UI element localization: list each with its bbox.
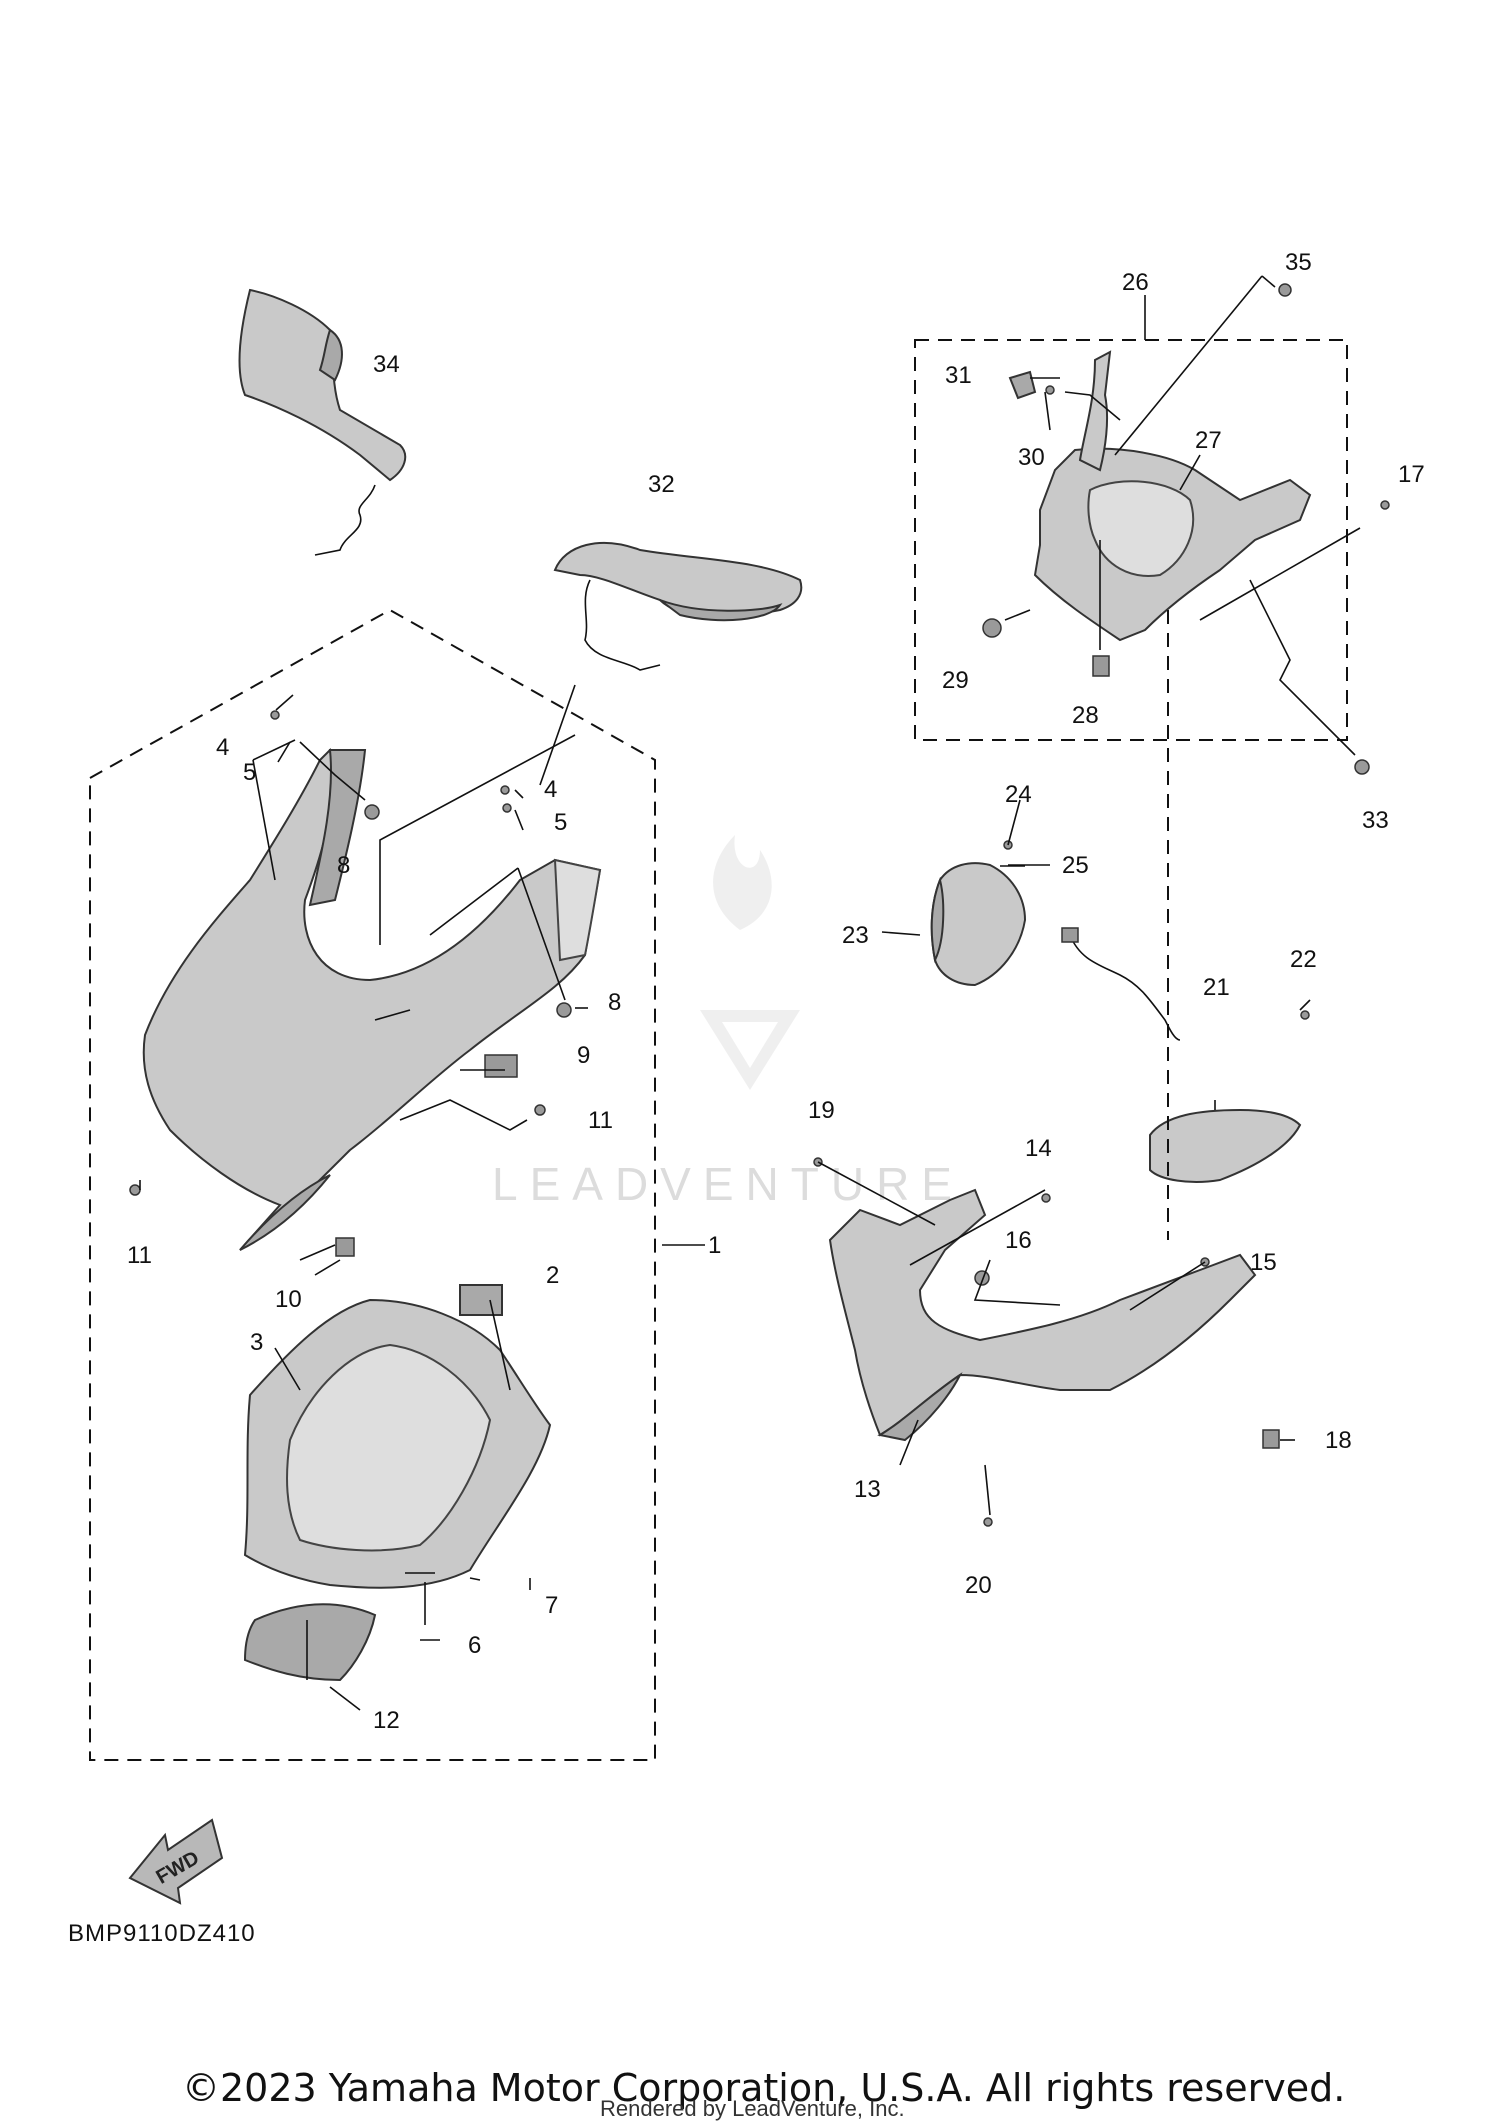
callout-12: 12 [373,1707,400,1734]
hardware-box-1 [129,710,572,1641]
headlight-23 [930,840,1027,987]
callout-2: 2 [546,1262,559,1289]
callout-26: 26 [1122,269,1149,296]
assembly-1-outline [89,608,656,1761]
leader-lines [139,275,1361,1711]
callout-34: 34 [373,351,400,378]
front-cowl-3 [243,1298,552,1589]
callouts: 1 2 3 4 4 5 5 6 7 8 8 9 10 11 11 12 13 1… [127,249,1425,1734]
upper-bracket-26 [982,283,1390,775]
callout-7: 7 [545,1592,558,1619]
callout-31: 31 [945,362,972,389]
diagram-code: BMP9110DZ410 [68,1920,256,1947]
callout-18: 18 [1325,1427,1352,1454]
position-light-21 [1061,927,1310,1183]
callout-25: 25 [1062,852,1089,879]
mirror-left-34 [238,288,407,556]
callout-4a: 4 [216,734,229,761]
callout-16: 16 [1005,1227,1032,1254]
callout-9: 9 [577,1042,590,1069]
callout-8a: 8 [337,852,350,879]
lower-stay-13 [813,1157,1280,1527]
callout-19: 19 [808,1097,835,1124]
callout-5a: 5 [243,759,256,786]
callout-4b: 4 [544,776,557,803]
callout-28: 28 [1072,702,1099,729]
callout-5b: 5 [554,809,567,836]
callout-14: 14 [1025,1135,1052,1162]
fwd-arrow-icon: FWD [128,1818,224,1905]
callout-32: 32 [648,471,675,498]
callout-20: 20 [965,1572,992,1599]
callout-6: 6 [468,1632,481,1659]
callout-13: 13 [854,1476,881,1503]
callout-27: 27 [1195,427,1222,454]
callout-33: 33 [1362,807,1389,834]
assembly-26-outline [914,339,1348,741]
callout-24: 24 [1005,781,1032,808]
callout-35: 35 [1285,249,1312,276]
copyright-notice: ©2023 Yamaha Motor Corporation, U.S.A. A… [182,2066,1346,2110]
callout-3: 3 [250,1329,263,1356]
callout-11a: 11 [588,1107,613,1134]
callout-30: 30 [1018,444,1045,471]
callout-22: 22 [1290,946,1317,973]
callout-29: 29 [942,667,969,694]
callout-1: 1 [708,1232,721,1259]
watermark-logo [700,835,800,1090]
watermark-text: LEADVENTURE [492,1158,964,1210]
callout-23: 23 [842,922,869,949]
lower-panel-12 [243,1603,377,1682]
callout-21: 21 [1203,974,1230,1001]
upper-cowling [142,747,602,1251]
callout-10: 10 [275,1286,302,1313]
rendered-by-credit: Rendered by LeadVenture, Inc. [600,2096,905,2121]
mirror-right-32 [553,542,803,671]
callout-17: 17 [1398,461,1425,488]
callout-8b: 8 [608,989,621,1016]
callout-15: 15 [1250,1249,1277,1276]
callout-11b: 11 [127,1242,152,1269]
